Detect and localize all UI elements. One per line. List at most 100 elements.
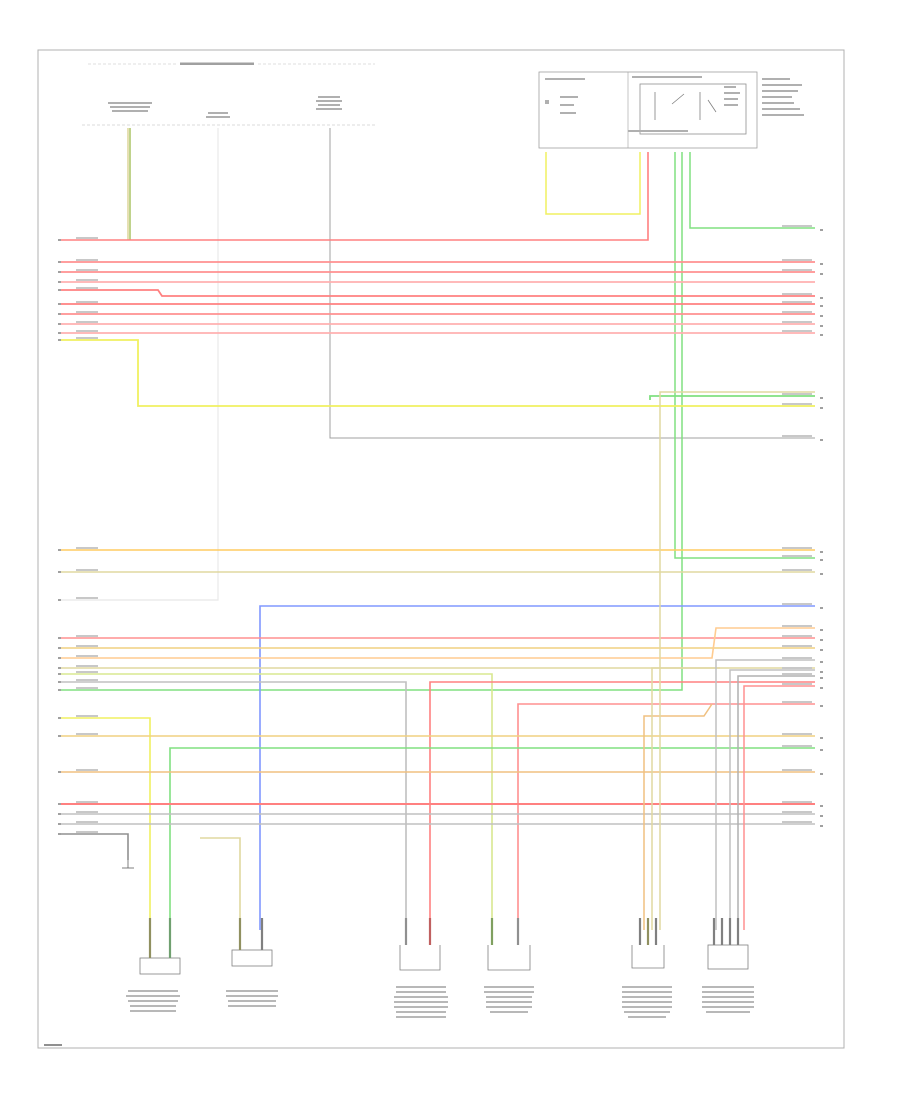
fuse-box-outline xyxy=(538,71,758,149)
wire-label-right xyxy=(782,293,812,295)
right-pin-tick xyxy=(820,559,823,561)
wire-label-right xyxy=(782,569,812,571)
wire-label-right xyxy=(782,435,812,437)
wire-label-right xyxy=(782,635,812,637)
connector-c6 xyxy=(707,944,749,970)
right-pin-tick xyxy=(820,551,823,553)
connector-c2 xyxy=(231,949,273,967)
wire-label-right xyxy=(782,330,812,332)
upper-bus-wires xyxy=(60,261,815,407)
wire-label-left xyxy=(76,287,98,289)
wire-label-right xyxy=(782,701,812,703)
wire-label-left xyxy=(76,811,98,813)
wire-label-left xyxy=(76,671,98,673)
wire-label-left xyxy=(76,831,98,833)
left-pin-tick xyxy=(58,549,61,551)
wire-label-right xyxy=(782,555,812,557)
right-pin-tick xyxy=(820,397,823,399)
right-pin-tick xyxy=(820,407,823,409)
right-pin-tick xyxy=(820,661,823,663)
wire-label-left xyxy=(76,687,98,689)
wire-label-right xyxy=(782,301,812,303)
wire-label-right xyxy=(782,657,812,659)
wire-label-right xyxy=(782,603,812,605)
right-pin-tick xyxy=(820,737,823,739)
left-pin-tick xyxy=(58,681,61,683)
right-pin-tick xyxy=(820,825,823,827)
wire-label-left xyxy=(76,679,98,681)
wire-label-left xyxy=(76,715,98,717)
top-connector-labels xyxy=(108,96,342,118)
right-pin-tick xyxy=(820,815,823,817)
ground-symbol xyxy=(122,860,134,869)
right-pin-tick xyxy=(820,305,823,307)
wire-label-left xyxy=(76,655,98,657)
wire-label-left xyxy=(76,269,98,271)
left-pin-tick xyxy=(58,803,61,805)
header-title-text xyxy=(180,62,254,65)
wire-label-left xyxy=(76,821,98,823)
left-pin-tick xyxy=(58,332,61,334)
left-pin-tick xyxy=(58,599,61,601)
left-pin-tick xyxy=(58,667,61,669)
left-pin-tick xyxy=(58,571,61,573)
left-pin-tick xyxy=(58,689,61,691)
wire-label-left xyxy=(76,311,98,313)
right-pin-tick xyxy=(820,315,823,317)
left-pin-tick xyxy=(58,657,61,659)
wire-label-left xyxy=(76,337,98,339)
wire-label-left xyxy=(76,733,98,735)
wire-label-left xyxy=(76,237,98,239)
left-pin-tick xyxy=(58,823,61,825)
left-pin-tick xyxy=(58,239,61,241)
right-pin-tick xyxy=(820,639,823,641)
wire-color-labels xyxy=(76,225,812,833)
wire-label-right xyxy=(782,667,812,669)
left-pin-tick xyxy=(58,637,61,639)
right-pin-tick xyxy=(820,297,823,299)
right-pin-tick xyxy=(820,273,823,275)
wire-label-left xyxy=(76,597,98,599)
component-labels xyxy=(44,986,754,1046)
left-pin-tick xyxy=(58,771,61,773)
diagram-border xyxy=(37,49,845,1049)
wire-label-left xyxy=(76,330,98,332)
left-pin-tick xyxy=(58,281,61,283)
left-pin-tick xyxy=(58,313,61,315)
right-pin-tick xyxy=(820,773,823,775)
connector-c3 xyxy=(399,945,441,971)
wire-label-right xyxy=(782,225,812,227)
wire-label-right xyxy=(782,311,812,313)
relay-box xyxy=(639,83,747,135)
left-pin-tick xyxy=(58,717,61,719)
right-pin-tick xyxy=(820,607,823,609)
bottom-connectors xyxy=(139,944,749,975)
left-pin-tick xyxy=(58,647,61,649)
wire-label-left xyxy=(76,769,98,771)
wire-label-right xyxy=(782,745,812,747)
right-pin-tick xyxy=(820,677,823,679)
wire-label-right xyxy=(782,625,812,627)
wire-label-left xyxy=(76,801,98,803)
left-pin-tick xyxy=(58,813,61,815)
left-pin-tick xyxy=(58,323,61,325)
wire-label-right xyxy=(782,673,812,675)
wire-label-right xyxy=(782,645,812,647)
wire-label-right xyxy=(782,683,812,685)
relay-wires xyxy=(60,152,815,691)
wire-label-right xyxy=(782,393,812,395)
right-pin-ticks xyxy=(820,229,823,827)
right-vertical-wires xyxy=(643,391,815,930)
fuse-box-labels xyxy=(545,76,804,132)
left-pin-tick xyxy=(58,271,61,273)
left-pin-tick xyxy=(58,303,61,305)
left-pin-tick xyxy=(58,289,61,291)
right-pin-tick xyxy=(820,649,823,651)
right-pin-tick xyxy=(820,229,823,231)
wire-label-right xyxy=(782,821,812,823)
right-pin-tick xyxy=(820,705,823,707)
right-pin-tick xyxy=(820,334,823,336)
connector-c4 xyxy=(487,945,531,971)
